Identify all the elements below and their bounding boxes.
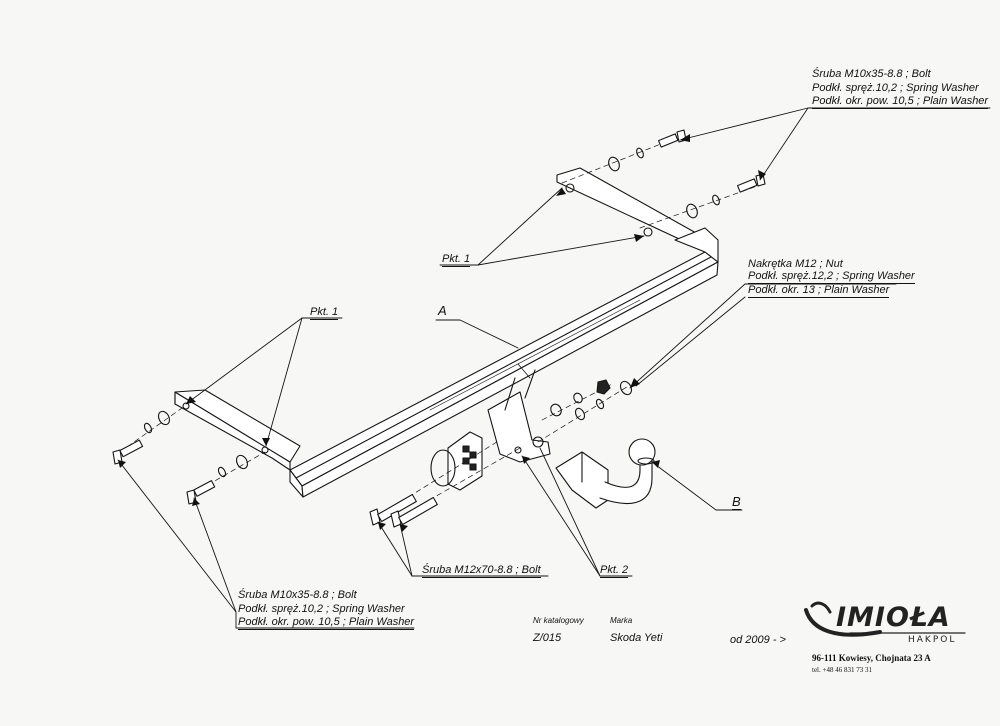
- bottom-left-bolt-line3: Podkł. okr. pow. 10,5 ; Plain Washer: [238, 616, 415, 630]
- left-bolt-set-1: [112, 410, 171, 465]
- imiola-logo-swoosh: [804, 601, 966, 637]
- catalog-number-label: Nr katalogowy: [533, 616, 584, 625]
- bottom-left-bolt-line1: Śruba M10x35-8.8 ; Bolt: [238, 589, 357, 601]
- nut-label-line3: Podkł. okr. 13 ; Plain Washer: [748, 284, 890, 298]
- m12-bolt-label: Śruba M12x70-8.8 ; Bolt: [422, 564, 541, 578]
- company-address: 96-111 Kowiesy, Chojnata 23 A: [812, 653, 931, 663]
- nut-label-line2: Podkł. spręż.12,2 ; Spring Washer: [748, 270, 915, 284]
- leader-lines: [117, 107, 991, 629]
- pkt2-label: Pkt. 2: [600, 564, 629, 578]
- company-phone: tel. +48 46 831 73 31: [812, 666, 872, 674]
- since-year: od 2009 - >: [730, 634, 786, 646]
- bolt-axis-lines: [119, 137, 761, 519]
- part-b-label: B: [732, 494, 741, 510]
- top-bolt-set-2: [686, 173, 766, 219]
- top-right-bolt-line3: Podkł. okr. pow. 10,5 ; Plain Washer: [812, 95, 989, 109]
- tow-ball-b: [555, 438, 656, 509]
- pkt1-left-label: Pkt. 1: [310, 306, 339, 320]
- socket-plate: [430, 431, 483, 491]
- part-a-label: A: [438, 303, 447, 318]
- arrowheads: [118, 134, 766, 532]
- left-side-bracket: [174, 389, 301, 471]
- top-bolt-set-1: [608, 129, 687, 172]
- brand-value: Skoda Yeti: [610, 632, 663, 644]
- brand-label: Marka: [610, 616, 633, 625]
- catalog-number-value: Z/015: [533, 632, 562, 644]
- top-right-bolt-line2: Podkł. spręż.10,2 ; Spring Washer: [812, 82, 979, 94]
- right-side-bracket: [556, 167, 719, 263]
- company-sub: HAKPOL: [908, 635, 957, 645]
- bottom-left-bolt-line2: Podkł. spręż.10,2 ; Spring Washer: [238, 603, 405, 615]
- m12-bolts: [369, 493, 438, 528]
- pkt1-top-label: Pkt. 1: [442, 253, 471, 267]
- cross-beam-a: [289, 251, 719, 498]
- m12-nut-set: [550, 379, 633, 421]
- company-name: IMIOŁA: [836, 602, 951, 633]
- nut-label-line1: Nakrętka M12 ; Nut: [748, 258, 843, 270]
- top-right-bolt-line1: Śruba M10x35-8.8 ; Bolt: [812, 68, 931, 80]
- hitch-mounting-plate: [487, 369, 551, 463]
